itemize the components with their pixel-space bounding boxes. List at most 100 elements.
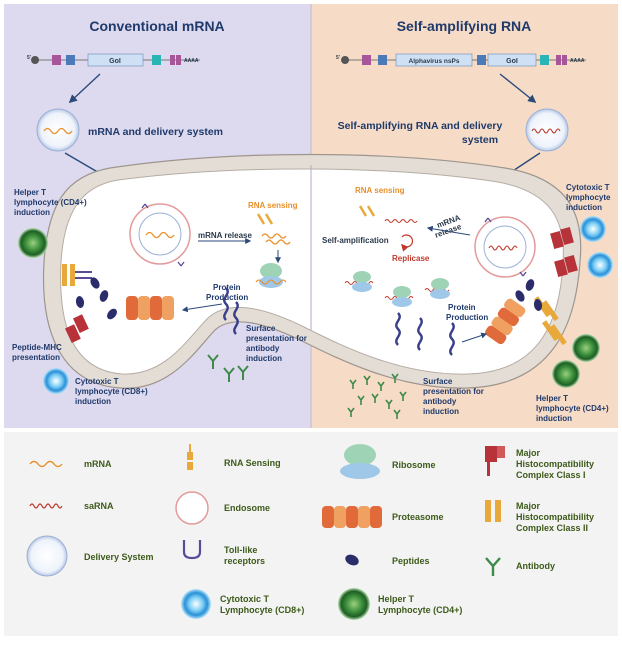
left-cyto-t-label-1: Cytotoxic T (75, 377, 119, 386)
legend-mrna-icon (29, 460, 63, 468)
right-protein-production-1: Protein (448, 303, 476, 312)
legend-mhc1-label-2: Histocompatibility (516, 459, 594, 469)
right-delivery-label-line2: system (462, 134, 498, 146)
legend-mrna-label: mRNA (84, 459, 112, 469)
legend-tlr-label-2: receptors (224, 556, 265, 566)
left-antibodies (207, 354, 249, 382)
legend-cyto-label-2: Lymphocyte (CD8+) (220, 605, 304, 615)
legend-helper-icon (338, 588, 370, 620)
left-surface-protein (223, 287, 239, 335)
right-helper-t-cells (552, 334, 600, 388)
legend-antibody-label: Antibody (516, 561, 555, 571)
legend-proteasome-label: Proteasome (392, 512, 444, 522)
left-ribosome (255, 263, 287, 288)
legend-helper-label-1: Helper T (378, 594, 415, 604)
legend-proteasome-icon (322, 506, 382, 528)
legend-endosome-icon (175, 491, 209, 525)
left-pmhc-label-1: Peptide-MHC (12, 343, 62, 352)
right-construct-nsp-label: Alphavirus nsPs (409, 58, 460, 65)
left-rna-sensing-icon (256, 213, 274, 225)
right-surface-label-3: antibody (423, 397, 457, 406)
left-surface-label-4: induction (246, 354, 282, 363)
legend-ribosome-icon (340, 444, 380, 479)
legend-peptides-icon (345, 554, 359, 566)
left-mhc-class-i (64, 314, 89, 343)
right-cyto-t-label-1: Cytotoxic T (566, 183, 610, 192)
left-cytotoxic-t-cell (43, 368, 69, 394)
left-panel-title: Conventional mRNA (89, 18, 224, 34)
legend-antibody-icon (485, 557, 501, 576)
left-pmhc-label-2: presentation (12, 353, 60, 362)
legend-mhc2-icon (485, 500, 501, 522)
legend-helper-label-2: Lymphocyte (CD4+) (378, 605, 462, 615)
legend-rna-sensing-label: RNA Sensing (224, 458, 281, 468)
right-protein-production-2: Production (446, 313, 488, 322)
right-delivery-system (525, 108, 569, 152)
svg-text:5': 5' (27, 55, 31, 61)
legend-mhc2-label-3: Complex Class II (516, 523, 588, 533)
right-surface-label-2: presentation for (423, 387, 484, 396)
left-helper-t-label-2: lymphocyte (CD4+) (14, 198, 87, 207)
left-surface-label-3: antibody (246, 344, 280, 353)
left-mhc-class-ii (62, 264, 92, 286)
right-rna-sensing-icon (358, 205, 376, 217)
right-cyto-t-label-2: lymphocyte (566, 193, 611, 202)
left-endosome (129, 203, 191, 267)
legend-endosome-label: Endosome (224, 503, 270, 513)
legend-mhc1-label-3: Complex Class I (516, 470, 586, 480)
left-helper-t-cell (18, 228, 48, 258)
right-sarna-construct: 5' Alphavirus nsPs GoI AAAA (336, 53, 586, 67)
legend-ribosome-label: Ribosome (392, 460, 436, 470)
legend-rna-sensing-icon (187, 444, 193, 470)
legend-tlr-label-1: Toll-like (224, 545, 257, 555)
right-helper-t-label-2: lymphocyte (CD4+) (536, 404, 609, 413)
legend-delivery-label: Delivery System (84, 552, 154, 562)
right-helper-t-label-1: Helper T (536, 394, 568, 403)
right-peptides (515, 279, 543, 311)
right-surface-label-4: induction (423, 407, 459, 416)
svg-text:5': 5' (336, 55, 340, 61)
left-mrna-construct: 5' GoI AAAA (27, 53, 200, 67)
legend-delivery-icon (26, 535, 68, 577)
left-helper-t-label-3: induction (14, 208, 50, 217)
right-replicase-label: Replicase (392, 254, 430, 263)
left-delivery-system (36, 108, 80, 152)
left-construct-gene-label: GoI (109, 58, 121, 65)
legend-background (4, 432, 618, 636)
right-surface-label-1: Surface (423, 377, 453, 386)
right-mhc-class-i (550, 226, 578, 278)
legend-mhc1-icon (485, 446, 505, 476)
left-surface-label-1: Surface (246, 324, 276, 333)
right-panel-title: Self-amplifying RNA (397, 18, 532, 34)
right-self-amplification-label: Self-amplification (322, 236, 389, 245)
left-peptides (75, 277, 117, 320)
right-cytotoxic-t-cells (580, 216, 613, 278)
legend-sarna-label: saRNA (84, 501, 114, 511)
right-surface-proteins (395, 312, 455, 356)
right-rna-sensing-label: RNA sensing (355, 186, 405, 195)
svg-text:AAAA: AAAA (570, 58, 585, 64)
legend-sarna-icon (29, 503, 63, 509)
left-delivery-label: mRNA and delivery system (88, 126, 223, 138)
left-mrna-release-label: mRNA release (198, 231, 253, 240)
left-helper-t-label-1: Helper T (14, 188, 46, 197)
right-ribosomes (344, 271, 450, 307)
replicase-loop-icon (401, 234, 413, 252)
legend-mhc2-label-2: Histocompatibility (516, 512, 594, 522)
svg-text:AAAA: AAAA (184, 58, 199, 64)
legend-mhc1-label-1: Major (516, 448, 541, 458)
left-rna-sensing-label: RNA sensing (248, 201, 298, 210)
legend-tlr-icon (182, 540, 202, 560)
left-protein-production-2: Production (206, 293, 248, 302)
left-proteasome (126, 296, 174, 320)
right-antibodies (347, 373, 407, 419)
right-construct-gene-label: GoI (506, 58, 518, 65)
left-surface-label-2: presentation for (246, 334, 307, 343)
right-endosome (474, 216, 536, 278)
legend-cyto-icon (181, 589, 211, 619)
left-cyto-t-label-2: lymphocyte (CD8+) (75, 387, 148, 396)
left-cyto-t-label-3: induction (75, 397, 111, 406)
legend-peptides-label: Peptides (392, 556, 430, 566)
